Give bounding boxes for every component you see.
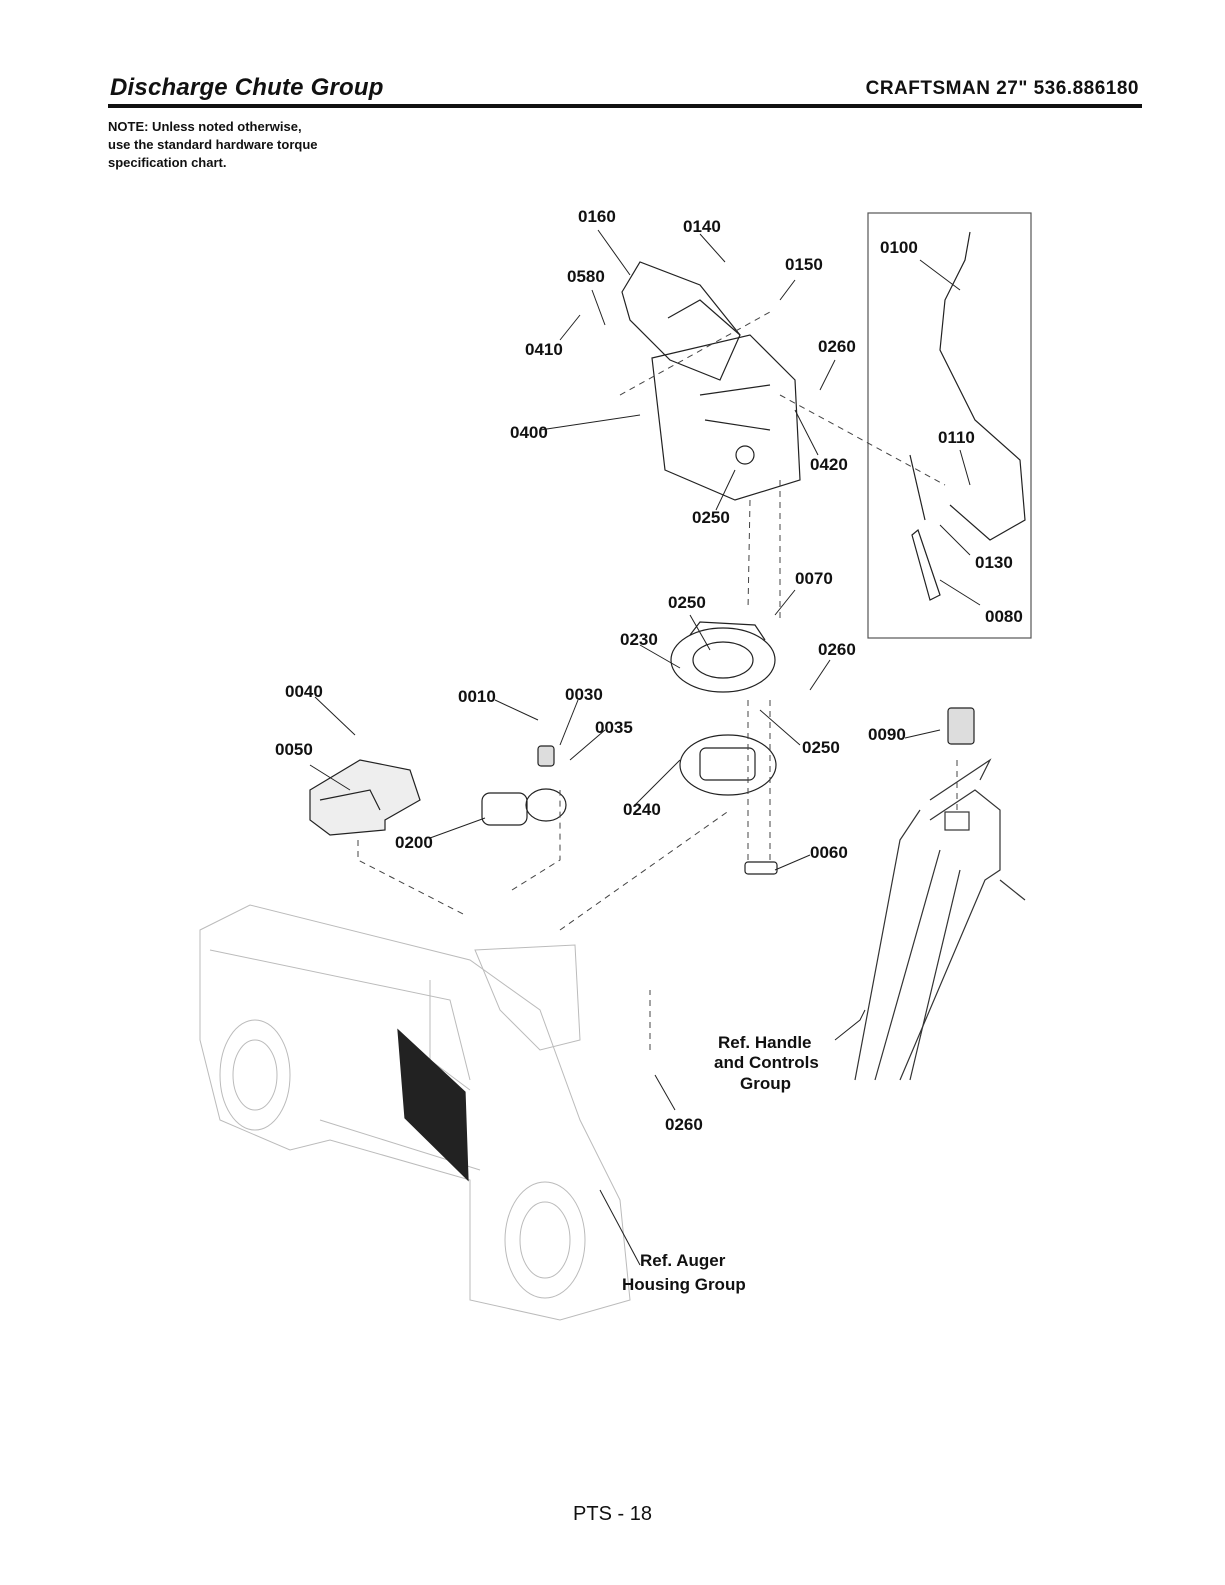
callout-0030: 0030 xyxy=(565,685,603,704)
callout-0130: 0130 xyxy=(975,553,1013,572)
callout-0260-housing: 0260 xyxy=(665,1115,703,1134)
motor-cover-part xyxy=(309,759,421,836)
callout-0250-ring: 0250 xyxy=(668,593,706,612)
callout-0580: 0580 xyxy=(567,267,605,286)
chute-cable-part xyxy=(909,231,1026,601)
callout-0040: 0040 xyxy=(285,682,323,701)
chute-deflector-part xyxy=(621,261,755,465)
callout-0090: 0090 xyxy=(868,725,906,744)
ref-handle-line-1: Ref. Handle xyxy=(718,1033,812,1052)
callout-0240: 0240 xyxy=(623,800,661,819)
callout-0010: 0010 xyxy=(458,687,496,706)
torque-note: NOTE: Unless noted otherwise, use the st… xyxy=(108,118,398,172)
callout-0035: 0035 xyxy=(595,718,633,737)
callout-0400: 0400 xyxy=(510,423,548,442)
callout-0100: 0100 xyxy=(880,238,918,257)
page-number: PTS - 18 xyxy=(573,1503,652,1525)
callout-0410: 0410 xyxy=(525,340,563,359)
callout-0230: 0230 xyxy=(620,630,658,649)
note-line-3: specification chart. xyxy=(108,155,227,170)
callout-leaders xyxy=(309,229,981,1266)
chute-motor-part xyxy=(481,745,567,826)
note-line-2: use the standard hardware torque xyxy=(108,137,318,152)
tab-part xyxy=(744,861,778,875)
callout-0080: 0080 xyxy=(985,607,1023,626)
model-number: CRAFTSMAN 27" 536.886180 xyxy=(865,78,1139,99)
ref-handle-line-3: Group xyxy=(740,1074,791,1093)
callout-0160: 0160 xyxy=(578,207,616,226)
callout-0250-flange: 0250 xyxy=(802,738,840,757)
upper-chute-part xyxy=(651,334,801,501)
chute-flange-part xyxy=(679,734,777,796)
callout-0070: 0070 xyxy=(795,569,833,588)
chute-ring-part xyxy=(670,621,776,693)
assembly-lines xyxy=(357,311,958,1050)
callout-0200: 0200 xyxy=(395,833,433,852)
switch-part xyxy=(947,707,975,745)
cable-inset-box xyxy=(867,212,1032,639)
page-title: Discharge Chute Group xyxy=(110,74,384,101)
note-line-1: NOTE: Unless noted otherwise, xyxy=(108,119,302,134)
handle-frame-part xyxy=(854,758,1026,1081)
callout-0260-ring: 0260 xyxy=(818,640,856,659)
header-divider xyxy=(108,104,1142,108)
callout-0110: 0110 xyxy=(938,428,975,447)
callout-0050: 0050 xyxy=(275,740,313,759)
callout-0140: 0140 xyxy=(683,217,721,236)
ref-auger-line-1: Ref. Auger xyxy=(640,1251,726,1270)
callout-0150: 0150 xyxy=(785,255,823,274)
ref-handle-line-2: and Controls xyxy=(714,1053,819,1072)
auger-intake-opening xyxy=(397,1028,469,1182)
callout-0060: 0060 xyxy=(810,843,848,862)
callout-0250-chute: 0250 xyxy=(692,508,730,527)
callout-0260-chute: 0260 xyxy=(818,337,856,356)
callout-0420: 0420 xyxy=(810,455,848,474)
ref-auger-line-2: Housing Group xyxy=(622,1275,746,1294)
